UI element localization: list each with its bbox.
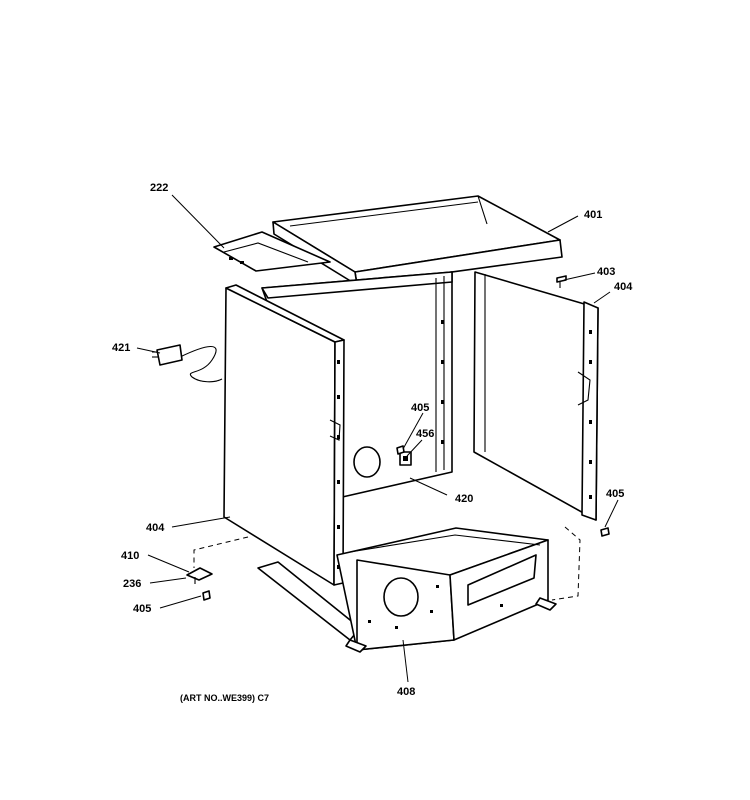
callout-236: 236 bbox=[123, 578, 141, 590]
callout-405-lower: 405 bbox=[133, 603, 151, 615]
leader-lines bbox=[136, 194, 619, 683]
callout-410: 410 bbox=[121, 550, 139, 562]
power-cord bbox=[152, 344, 223, 383]
base-frame bbox=[257, 527, 557, 653]
top-bracket bbox=[213, 231, 331, 272]
art-number-caption: (ART NO..WE399) C7 bbox=[180, 693, 269, 703]
clip-456 bbox=[399, 451, 412, 466]
callout-403: 403 bbox=[597, 266, 615, 278]
callout-456: 456 bbox=[416, 428, 434, 440]
callout-405-right: 405 bbox=[606, 488, 624, 500]
screw-403 bbox=[556, 275, 567, 288]
top-panel bbox=[272, 195, 563, 286]
callout-421: 421 bbox=[112, 342, 130, 354]
callout-404-right: 404 bbox=[614, 281, 633, 293]
leveling-leg-410 bbox=[186, 567, 213, 584]
left-side-panel bbox=[223, 284, 345, 586]
screw-405-lower bbox=[202, 590, 211, 601]
callout-404-left: 404 bbox=[146, 522, 165, 534]
right-side-panel bbox=[473, 271, 599, 521]
screw-405-upper bbox=[396, 445, 405, 455]
callout-222: 222 bbox=[150, 182, 168, 194]
callout-408: 408 bbox=[397, 686, 415, 698]
callout-405-upper: 405 bbox=[411, 402, 429, 414]
callout-420: 420 bbox=[455, 493, 473, 505]
screw-405-right bbox=[600, 527, 610, 537]
callout-401: 401 bbox=[584, 209, 602, 221]
